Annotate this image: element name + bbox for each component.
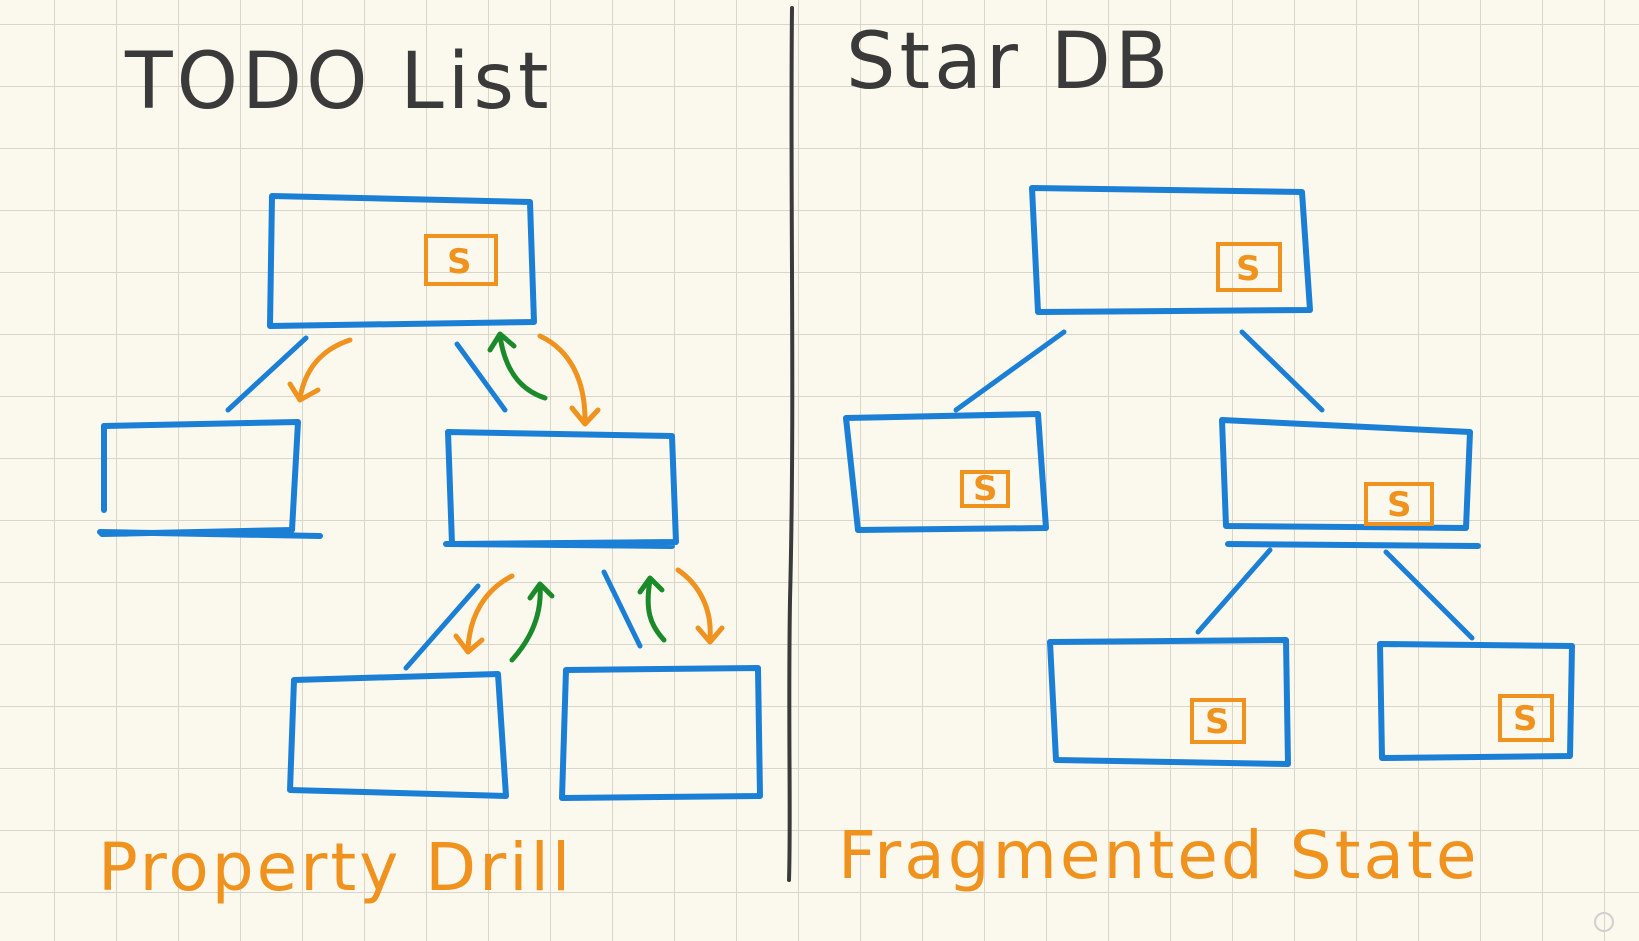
right-child-a-state-badge: S [960, 469, 1010, 509]
left-panel-caption: Property Drill [98, 829, 573, 906]
left-root-node [267, 193, 537, 329]
right-panel-title: Star DB [846, 17, 1172, 107]
state-icon: S [1236, 249, 1261, 289]
left-edge-root-to-right-child [454, 341, 508, 413]
left-grandchild-node-a [287, 671, 509, 799]
right-edge-root-to-left-child [953, 329, 1067, 413]
left-edge-b-to-grandchild-a [403, 583, 481, 671]
left-child-node-b [443, 429, 679, 549]
right-grandchild-node-a [1047, 637, 1291, 767]
arrow-up-to-b-right [637, 575, 667, 643]
arrow-down-root-right [537, 333, 601, 427]
right-root-state-badge: S [1216, 242, 1282, 292]
left-root-state-badge: S [424, 234, 498, 286]
right-grandchild-b-state-badge: S [1498, 694, 1554, 742]
right-edge-root-to-right-child [1239, 329, 1325, 413]
right-root-node [1029, 185, 1313, 315]
right-grandchild-a-state-badge: S [1190, 698, 1246, 744]
watermark-logo-icon [1594, 912, 1614, 932]
state-icon: S [1205, 702, 1230, 742]
left-panel-title: TODO List [124, 37, 553, 127]
panel-divider [787, 6, 795, 882]
right-child-node-a [843, 411, 1049, 533]
right-edge-b-to-grandchild-b [1383, 549, 1475, 641]
state-icon: S [973, 469, 998, 509]
arrow-up-to-b-left [509, 581, 555, 663]
state-icon: S [447, 242, 472, 282]
right-grandchild-node-b [1377, 641, 1575, 761]
left-edge-b-to-grandchild-b [601, 569, 643, 649]
right-edge-b-to-grandchild-a [1195, 547, 1273, 635]
arrow-down-b-right [675, 567, 725, 645]
left-child-node-a [97, 419, 323, 539]
right-panel-caption: Fragmented State [838, 817, 1479, 894]
left-grandchild-node-b [559, 665, 763, 801]
arrow-down-b-left [453, 573, 515, 655]
state-icon: S [1387, 485, 1412, 525]
left-edge-root-to-left-child [225, 335, 309, 413]
state-icon: S [1513, 699, 1538, 739]
right-child-b-state-badge: S [1364, 482, 1434, 526]
arrow-up-to-root [487, 331, 548, 401]
right-child-node-b [1219, 417, 1481, 549]
arrow-down-root-left [287, 337, 353, 403]
